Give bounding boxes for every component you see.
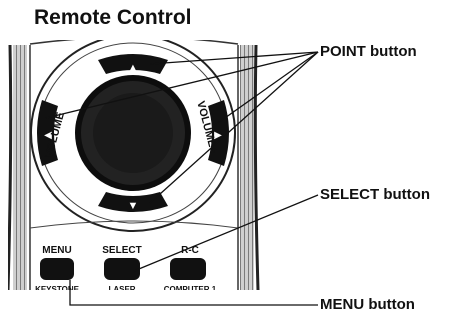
- select-leader-line: [133, 194, 319, 272]
- select-button-callout: SELECT button: [320, 186, 430, 203]
- third-button[interactable]: [170, 258, 206, 280]
- arrow-down-icon: ▼: [128, 200, 139, 212]
- select-button-label: SELECT: [102, 245, 141, 256]
- point-right-button[interactable]: ▶: [208, 100, 229, 166]
- menu-leader-line: [69, 280, 318, 306]
- point-down-button[interactable]: ▼: [98, 192, 168, 212]
- menu-button[interactable]: [40, 258, 74, 280]
- arrow-left-icon: ◀: [44, 130, 52, 141]
- menu-sub-label: KEYSTONE: [35, 285, 80, 294]
- third-sub-label: COMPUTER 1: [164, 285, 217, 294]
- remote-body: [8, 40, 260, 290]
- point-leader-lines: [45, 51, 319, 204]
- third-button-label: R-C: [181, 245, 199, 256]
- select-sub-label: LASER: [108, 285, 135, 294]
- select-button[interactable]: [104, 258, 140, 280]
- lower-button-row: MENU SELECT R-C KEYSTONE LASER COMPUTER …: [29, 220, 239, 294]
- point-button-callout: POINT button: [320, 43, 417, 60]
- arrow-right-icon: ▶: [214, 130, 222, 141]
- point-up-button[interactable]: ▲: [98, 54, 168, 74]
- menu-button-callout: MENU button: [320, 296, 415, 313]
- menu-button-label: MENU: [42, 245, 71, 256]
- diagram-title: Remote Control: [34, 6, 192, 29]
- arrow-up-icon: ▲: [128, 62, 139, 74]
